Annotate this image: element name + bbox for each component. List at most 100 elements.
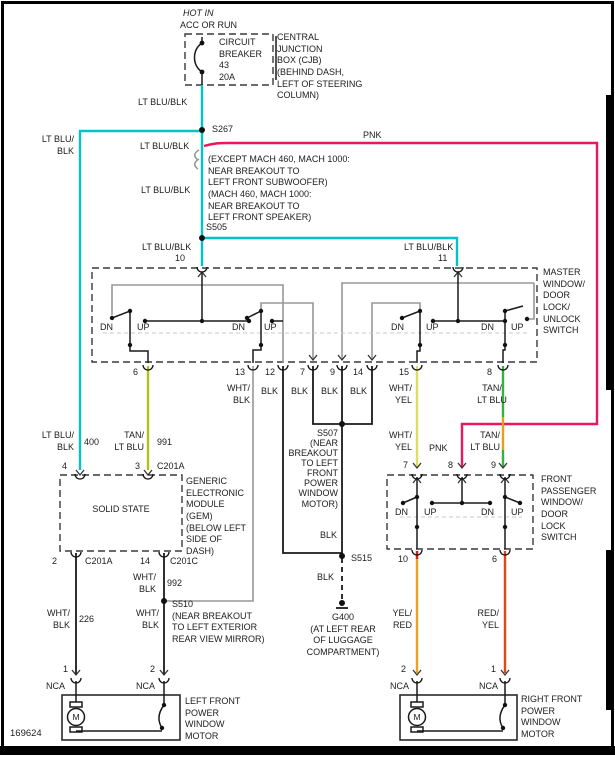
nca-label-2: NCA bbox=[136, 681, 156, 691]
wire-lt-blu-blk bbox=[78, 85, 459, 470]
right-motor-label: RIGHT FRONT POWER WINDOW MOTOR bbox=[521, 694, 583, 740]
connector-label-c201a-top: C201A bbox=[157, 461, 185, 471]
pin-number-7-p: 7 bbox=[403, 460, 409, 470]
wire-label-wht-yel-p: WHT/ YEL bbox=[389, 430, 412, 452]
wire-label-lt-blu-blk-left: LT BLU/ BLK bbox=[41, 134, 74, 156]
gem-box bbox=[59, 474, 183, 552]
master-switch-label: MASTER WINDOW/ DOOR LOCK/ UNLOCK SWITCH bbox=[543, 267, 585, 336]
left-motor-box bbox=[61, 694, 181, 741]
connector-label-c201a-bottom: C201A bbox=[85, 556, 113, 566]
wire-label-tan-lt-blu-gem: TAN/ LT BLU bbox=[114, 430, 144, 452]
acc-or-run-label: ACC OR RUN bbox=[180, 20, 238, 30]
circuit-breaker-label: CIRCUIT BREAKER 43 20A bbox=[219, 37, 263, 83]
left-motor-internal bbox=[66, 681, 508, 733]
wire-label-yel-red: YEL/ RED bbox=[392, 608, 412, 630]
pin-number-13: 13 bbox=[235, 367, 246, 377]
wire-label-blk-14: BLK bbox=[350, 386, 368, 396]
pin-number-2-lm: 2 bbox=[150, 664, 156, 674]
ground-label-g400: G400 (AT LEFT REAR OF LUGGAGE COMPARTMEN… bbox=[306, 612, 380, 658]
wire-label-red-yel: RED/ YEL bbox=[477, 608, 499, 630]
mach-note: (EXCEPT MACH 460, MACH 1000: NEAR BREAKO… bbox=[208, 154, 350, 223]
pin-number-7: 7 bbox=[300, 367, 306, 377]
pin-number-9: 9 bbox=[330, 367, 336, 377]
wire-label-wht-blk-992: WHT/ BLK bbox=[133, 572, 156, 594]
master-switch-box bbox=[91, 267, 538, 363]
passenger-switch-internal bbox=[400, 476, 523, 549]
circuit-number-400: 400 bbox=[84, 437, 100, 447]
pin-number-14-gem: 14 bbox=[140, 556, 151, 566]
pin-number-2-rm: 2 bbox=[401, 664, 407, 674]
wire-label-lt-blu-blk-3: LT BLU/BLK bbox=[141, 185, 191, 195]
wire-label-lt-blu-blk-top: LT BLU/BLK bbox=[138, 97, 188, 107]
pin-number-3: 3 bbox=[135, 461, 141, 471]
master-switch-internal bbox=[109, 270, 530, 363]
wire-label-blk-9: BLK bbox=[321, 386, 339, 396]
pin-number-8-p: 8 bbox=[448, 460, 454, 470]
wire-label-tan-lt-blu-p: TAN/ LT BLU bbox=[470, 430, 500, 452]
left-motor-label: LEFT FRONT POWER WINDOW MOTOR bbox=[185, 696, 241, 742]
switch-dn-label-5: DN bbox=[395, 507, 408, 517]
pin-number-1-rm: 1 bbox=[491, 664, 497, 674]
switch-dn-label-6: DN bbox=[481, 507, 494, 517]
switch-up-label-4: UP bbox=[511, 322, 524, 332]
wire-label-blk-7: BLK bbox=[291, 386, 309, 396]
right-motor-m-symbol: M bbox=[413, 712, 421, 722]
gem-label: GENERIC ELECTRONIC MODULE (GEM) (BELOW L… bbox=[186, 476, 247, 557]
nca-label-1: NCA bbox=[46, 681, 66, 691]
wire-label-lt-blu-blk-5: LT BLU/BLK bbox=[404, 242, 454, 252]
master-switch-internal-gray bbox=[111, 282, 535, 363]
splice-label-s267: S267 bbox=[212, 124, 234, 134]
switch-up-label-6: UP bbox=[511, 507, 524, 517]
gem-solid-state-label: SOLID STATE bbox=[92, 504, 150, 514]
pin-number-9-p: 9 bbox=[491, 460, 497, 470]
connector-label-c201c: C201C bbox=[170, 556, 199, 566]
wire-label-blk-g400: BLK bbox=[317, 572, 335, 582]
switch-dn-label-2: DN bbox=[232, 322, 245, 332]
wire-label-lt-blu-blk-2: LT BLU/BLK bbox=[140, 141, 190, 151]
circuit-number-992: 992 bbox=[167, 578, 183, 588]
switch-up-label-1: UP bbox=[137, 322, 150, 332]
wire-label-wht-yel-15: WHT/ YEL bbox=[389, 383, 412, 405]
wire-label-blk-12: BLK bbox=[261, 386, 279, 396]
pin-number-12: 12 bbox=[265, 367, 276, 377]
breakout-squiggle bbox=[193, 149, 200, 170]
pin-number-2: 2 bbox=[52, 556, 58, 566]
pin-number-8: 8 bbox=[487, 367, 493, 377]
wire-label-pnk-p: PNK bbox=[429, 443, 448, 453]
wire-label-pnk-top: PNK bbox=[363, 130, 382, 140]
splice-label-s510: S510 (NEAR BREAKOUT TO LEFT EXTERIOR REA… bbox=[172, 599, 265, 645]
switch-dn-label-1: DN bbox=[100, 322, 113, 332]
circuit-breaker-symbol bbox=[193, 37, 205, 85]
switch-up-label-3: UP bbox=[426, 322, 439, 332]
wire-label-blk-s507: BLK bbox=[320, 530, 338, 540]
pin-number-10-p: 10 bbox=[398, 554, 409, 564]
right-motor-box bbox=[399, 694, 518, 741]
wire-label-lt-blu-blk-gem: LT BLU/ BLK bbox=[41, 430, 74, 452]
pin-number-15: 15 bbox=[399, 367, 410, 377]
pin-number-10: 10 bbox=[175, 253, 186, 263]
diagram-id-number: 169624 bbox=[10, 728, 42, 739]
wire-label-wht-blk-226: WHT/ BLK bbox=[47, 608, 70, 630]
wire-label-lt-blu-blk-4: LT BLU/BLK bbox=[142, 242, 192, 252]
pin-connector-arcs bbox=[70, 266, 511, 684]
wire-label-wht-blk-s510: WHT/ BLK bbox=[136, 608, 159, 630]
switch-up-label-5: UP bbox=[424, 507, 437, 517]
pin-number-1-lm: 1 bbox=[63, 664, 69, 674]
component-boxes bbox=[59, 33, 538, 741]
passenger-switch-box bbox=[386, 474, 534, 550]
pin-number-4: 4 bbox=[62, 461, 68, 471]
colored-wires bbox=[71, 85, 599, 677]
pin-number-6-p: 6 bbox=[492, 554, 498, 564]
splice-label-s507: S507 (NEAR BREAKOUT TO LEFT FRONT POWER … bbox=[288, 428, 338, 509]
switch-dn-label-4: DN bbox=[481, 322, 494, 332]
cjb-location-label: CENTRAL JUNCTION BOX (CJB) (BEHIND DASH,… bbox=[277, 32, 363, 101]
circuit-number-226: 226 bbox=[79, 614, 95, 624]
hot-in-label: HOT IN bbox=[183, 8, 214, 18]
splice-label-s505: S505 bbox=[206, 222, 228, 232]
splice-dots bbox=[161, 127, 345, 606]
pin-number-11: 11 bbox=[438, 253, 448, 263]
passenger-switch-label: FRONT PASSENGER WINDOW/ DOOR LOCK SWITCH bbox=[541, 474, 597, 543]
wire-label-tan-lt-blu-8: TAN/ LT BLU bbox=[477, 383, 507, 405]
